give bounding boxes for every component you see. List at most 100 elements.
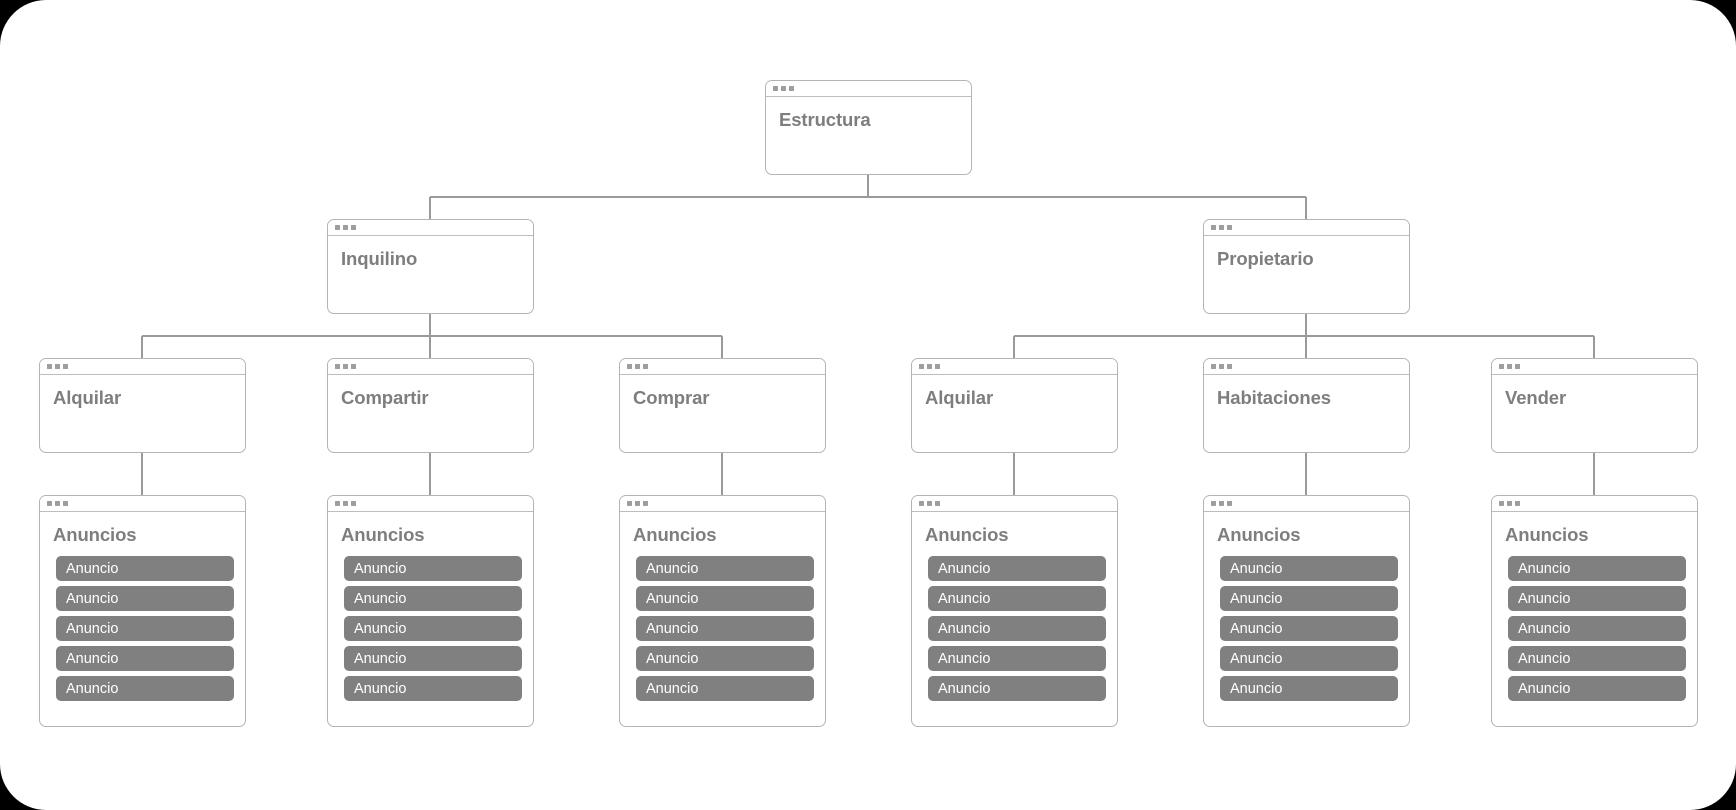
window-dot-icon <box>1211 364 1216 369</box>
list-item[interactable]: Anuncio <box>56 556 234 582</box>
window-dot-icon <box>55 501 60 506</box>
window-dot-icon <box>335 364 340 369</box>
window-dot-icon <box>351 364 356 369</box>
list-item[interactable]: Anuncio <box>56 646 234 672</box>
card-body: Anuncios Anuncio Anuncio Anuncio Anuncio… <box>912 512 1117 713</box>
node-card-vender[interactable]: Vender <box>1491 358 1698 453</box>
window-titlebar <box>328 496 533 512</box>
window-dot-icon <box>1227 501 1232 506</box>
window-dot-icon <box>351 501 356 506</box>
list-item[interactable]: Anuncio <box>636 646 814 672</box>
window-dot-icon <box>351 225 356 230</box>
window-dot-icon <box>927 364 932 369</box>
list-item[interactable]: Anuncio <box>56 616 234 642</box>
list-item[interactable]: Anuncio <box>344 676 522 702</box>
list-item[interactable]: Anuncio <box>1508 586 1686 612</box>
card-body: Alquilar <box>40 375 245 420</box>
leaf-card-anuncios-2[interactable]: Anuncios Anuncio Anuncio Anuncio Anuncio… <box>327 495 534 727</box>
list-item[interactable]: Anuncio <box>636 586 814 612</box>
list-item[interactable]: Anuncio <box>928 676 1106 702</box>
window-dot-icon <box>343 501 348 506</box>
node-card-alquilar-inquilino[interactable]: Alquilar <box>39 358 246 453</box>
leaf-title: Anuncios <box>925 524 1009 545</box>
node-card-estructura[interactable]: Estructura <box>765 80 972 175</box>
list-item[interactable]: Anuncio <box>1508 556 1686 582</box>
card-body: Anuncios Anuncio Anuncio Anuncio Anuncio… <box>620 512 825 713</box>
window-dot-icon <box>935 364 940 369</box>
leaf-card-anuncios-3[interactable]: Anuncios Anuncio Anuncio Anuncio Anuncio… <box>619 495 826 727</box>
card-body: Anuncios Anuncio Anuncio Anuncio Anuncio… <box>1492 512 1697 713</box>
list-item[interactable]: Anuncio <box>636 556 814 582</box>
node-card-comprar[interactable]: Comprar <box>619 358 826 453</box>
window-titlebar <box>40 496 245 512</box>
list-item[interactable]: Anuncio <box>1220 676 1398 702</box>
window-dot-icon <box>1515 364 1520 369</box>
card-body: Anuncios Anuncio Anuncio Anuncio Anuncio… <box>1204 512 1409 713</box>
window-titlebar <box>766 81 971 97</box>
anuncio-list: Anuncio Anuncio Anuncio Anuncio Anuncio <box>1217 556 1398 702</box>
window-titlebar <box>328 359 533 375</box>
window-titlebar <box>328 220 533 236</box>
window-titlebar <box>1204 220 1409 236</box>
node-card-propietario[interactable]: Propietario <box>1203 219 1410 314</box>
node-title: Propietario <box>1217 248 1314 269</box>
list-item[interactable]: Anuncio <box>928 616 1106 642</box>
list-item[interactable]: Anuncio <box>1220 616 1398 642</box>
node-title: Inquilino <box>341 248 418 269</box>
window-titlebar <box>912 359 1117 375</box>
node-card-compartir[interactable]: Compartir <box>327 358 534 453</box>
window-dot-icon <box>1211 225 1216 230</box>
window-dot-icon <box>635 364 640 369</box>
node-title: Alquilar <box>925 387 994 408</box>
list-item[interactable]: Anuncio <box>636 616 814 642</box>
list-item[interactable]: Anuncio <box>56 676 234 702</box>
window-dot-icon <box>627 501 632 506</box>
window-dot-icon <box>919 364 924 369</box>
node-card-alquilar-propietario[interactable]: Alquilar <box>911 358 1118 453</box>
list-item[interactable]: Anuncio <box>344 586 522 612</box>
leaf-card-anuncios-5[interactable]: Anuncios Anuncio Anuncio Anuncio Anuncio… <box>1203 495 1410 727</box>
window-dot-icon <box>627 364 632 369</box>
leaf-title: Anuncios <box>53 524 137 545</box>
card-body: Comprar <box>620 375 825 420</box>
card-body: Anuncios Anuncio Anuncio Anuncio Anuncio… <box>328 512 533 713</box>
window-titlebar <box>1492 496 1697 512</box>
list-item[interactable]: Anuncio <box>928 586 1106 612</box>
window-dot-icon <box>1507 501 1512 506</box>
list-item[interactable]: Anuncio <box>344 616 522 642</box>
window-dot-icon <box>1211 501 1216 506</box>
window-dot-icon <box>55 364 60 369</box>
window-dot-icon <box>1515 501 1520 506</box>
list-item[interactable]: Anuncio <box>344 646 522 672</box>
window-dot-icon <box>1219 225 1224 230</box>
list-item[interactable]: Anuncio <box>344 556 522 582</box>
window-dot-icon <box>343 225 348 230</box>
leaf-title: Anuncios <box>1505 524 1589 545</box>
list-item[interactable]: Anuncio <box>1220 556 1398 582</box>
list-item[interactable]: Anuncio <box>928 646 1106 672</box>
list-item[interactable]: Anuncio <box>1508 646 1686 672</box>
list-item[interactable]: Anuncio <box>928 556 1106 582</box>
card-body: Anuncios Anuncio Anuncio Anuncio Anuncio… <box>40 512 245 713</box>
node-title: Comprar <box>633 387 710 408</box>
window-dot-icon <box>789 86 794 91</box>
leaf-card-anuncios-6[interactable]: Anuncios Anuncio Anuncio Anuncio Anuncio… <box>1491 495 1698 727</box>
node-card-habitaciones[interactable]: Habitaciones <box>1203 358 1410 453</box>
window-dot-icon <box>343 364 348 369</box>
window-dot-icon <box>47 364 52 369</box>
list-item[interactable]: Anuncio <box>1220 586 1398 612</box>
leaf-card-anuncios-1[interactable]: Anuncios Anuncio Anuncio Anuncio Anuncio… <box>39 495 246 727</box>
node-card-inquilino[interactable]: Inquilino <box>327 219 534 314</box>
window-dot-icon <box>927 501 932 506</box>
list-item[interactable]: Anuncio <box>636 676 814 702</box>
list-item[interactable]: Anuncio <box>56 586 234 612</box>
leaf-card-anuncios-4[interactable]: Anuncios Anuncio Anuncio Anuncio Anuncio… <box>911 495 1118 727</box>
window-dot-icon <box>1499 501 1504 506</box>
list-item[interactable]: Anuncio <box>1508 676 1686 702</box>
list-item[interactable]: Anuncio <box>1508 616 1686 642</box>
anuncio-list: Anuncio Anuncio Anuncio Anuncio Anuncio <box>1505 556 1686 702</box>
window-titlebar <box>1204 359 1409 375</box>
leaf-title: Anuncios <box>1217 524 1301 545</box>
list-item[interactable]: Anuncio <box>1220 646 1398 672</box>
